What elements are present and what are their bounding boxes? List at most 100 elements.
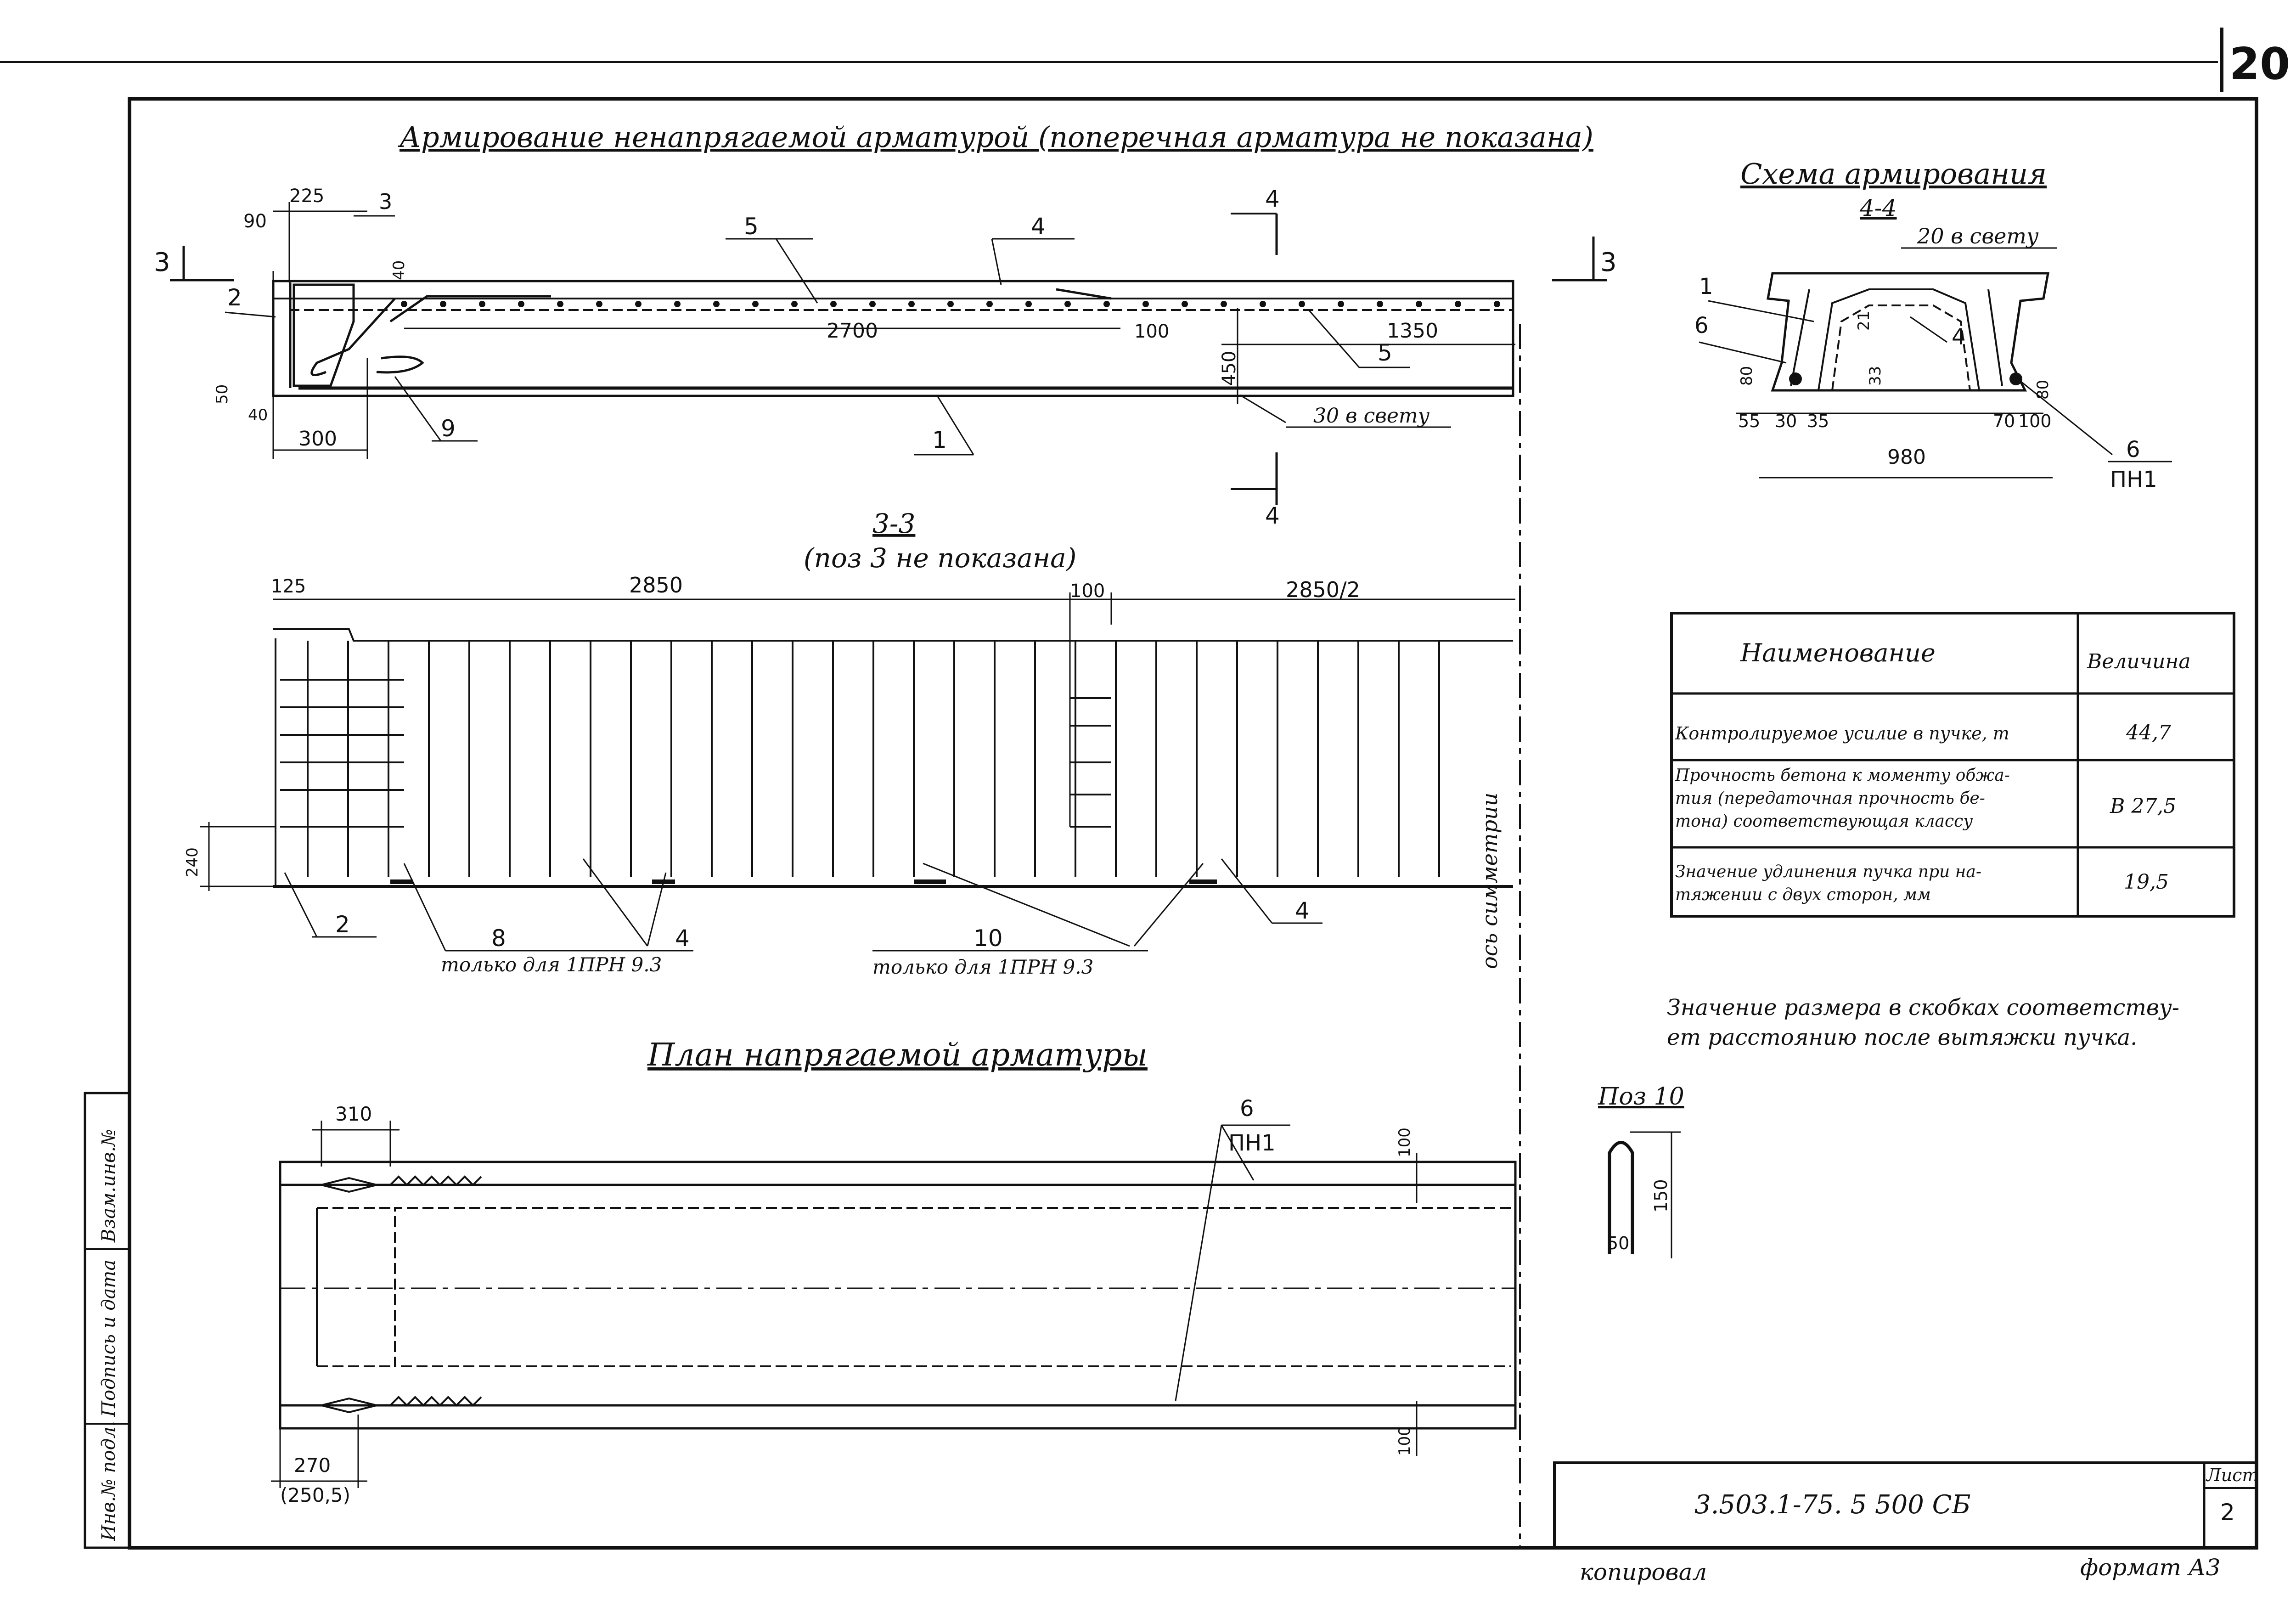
dim-40: 40 — [390, 260, 408, 280]
plan-view — [279, 1161, 1517, 1430]
schema-35: 35 — [1807, 411, 1829, 431]
elevation-bar-dot-3 — [479, 301, 485, 307]
elevation-bar-dot-15 — [947, 301, 954, 307]
elevation-bar-dot-21 — [1182, 301, 1188, 307]
elevation-bar-dot-8 — [674, 301, 681, 307]
plan-dim-270: 270 — [294, 1454, 331, 1477]
schema-80a: 80 — [1738, 366, 1756, 386]
table-row-2-name-1: Прочность бетона к моменту обжа- — [1675, 766, 2010, 785]
copied-by: копировал — [1580, 1559, 1707, 1585]
schema-70: 70 — [1993, 411, 2015, 431]
corner-number: 20 — [2229, 39, 2290, 90]
table-row-1-name: Контролируемое усилие в пучке, т — [1675, 723, 2009, 744]
elevation-bar-dot-23 — [1260, 301, 1266, 307]
schema-label-4: 4 — [1952, 324, 1966, 350]
title-section-note: (поз 3 не показана) — [804, 542, 1076, 574]
sheet-frame — [128, 97, 2258, 1550]
cut-3-left: 3 — [154, 248, 170, 277]
elevation-bar-dot-11 — [791, 301, 798, 307]
table-row-2-value: В 27,5 — [2110, 795, 2176, 818]
pos10-detail — [1608, 1141, 1634, 1254]
elevation-bar-dot-6 — [596, 301, 602, 307]
schema-55: 55 — [1738, 411, 1760, 431]
elevation-bar-dot-28 — [1455, 301, 1461, 307]
plan-dim-100b: 100 — [1396, 1426, 1414, 1456]
schema-gap: 20 в свету — [1917, 224, 2039, 248]
title-section: 3-3 — [872, 508, 915, 539]
note-line-2: ет расстоянию после вытяжки пучка. — [1667, 1025, 2137, 1050]
label-2: 2 — [227, 284, 242, 311]
elevation-view — [272, 280, 1521, 1548]
section-dim-2850-half: 2850/2 — [1286, 577, 1360, 602]
title-block — [1553, 1461, 2258, 1549]
elevation-bar-dot-26 — [1377, 301, 1383, 307]
label-5b: 5 — [1378, 339, 1392, 366]
schema-33: 33 — [1866, 366, 1885, 386]
dim-2700: 2700 — [827, 319, 878, 343]
table-row-3-value: 19,5 — [2124, 870, 2169, 894]
elevation-bar-dot-22 — [1221, 301, 1227, 307]
cut-3-right: 3 — [1600, 248, 1617, 277]
section-dim-240: 240 — [183, 847, 202, 877]
title-schema: Схема армирования — [1740, 157, 2047, 191]
section-label-4b: 4 — [1295, 897, 1310, 924]
section-dim-2850: 2850 — [629, 573, 683, 598]
elevation-bar-dot-29 — [1494, 301, 1500, 307]
table-row-3-name-1: Значение удлинения пучка при на- — [1675, 863, 1981, 881]
table-row-2-name-3: тона) соответствующая классу — [1675, 812, 1973, 831]
stamp-sign: Подпись и дата — [98, 1260, 119, 1417]
schema-label-6b: 6 — [2126, 437, 2140, 462]
note-line-1: Значение размера в скобках соответству- — [1667, 995, 2179, 1020]
title-plan: План напрягаемой арматуры — [647, 1037, 1148, 1073]
dim-90: 90 — [243, 211, 267, 232]
section-note-only-2: только для 1ПРН 9.3 — [872, 956, 1093, 978]
schema-21: 21 — [1855, 311, 1873, 331]
dim-40b: 40 — [248, 406, 268, 424]
label-4: 4 — [1031, 213, 1046, 240]
table-header-value: Величина — [2087, 650, 2191, 673]
elevation-bar-dot-19 — [1103, 301, 1110, 307]
table-header-name: Наименование — [1740, 638, 1936, 667]
label-1: 1 — [932, 427, 947, 453]
elevation-bar-dot-9 — [713, 301, 720, 307]
table-row-1-value: 44,7 — [2126, 721, 2171, 744]
schema-80b: 80 — [2034, 380, 2052, 400]
properties-table — [1670, 612, 2235, 918]
elevation-bar-dot-5 — [557, 301, 563, 307]
label-3: 3 — [379, 189, 392, 214]
section-dim-125: 125 — [271, 576, 306, 597]
schema-100: 100 — [2018, 411, 2052, 431]
elevation-bar-dot-1 — [401, 301, 407, 307]
axis-of-symmetry: ось симметрии — [1477, 793, 1502, 969]
elevation-bar-dot-4 — [518, 301, 524, 307]
elevation-bar-dot-12 — [830, 301, 837, 307]
label-9: 9 — [441, 415, 456, 442]
sheet-label: Лист — [2206, 1465, 2259, 1485]
dim-225: 225 — [289, 186, 324, 207]
drawing-code: 3.503.1-75. 5 500 СБ — [1694, 1490, 1971, 1520]
section-view — [273, 628, 1513, 888]
elevation-bar-dot-2 — [440, 301, 446, 307]
pos10-dim-50: 50 — [1607, 1233, 1629, 1253]
schema-label-pn1: ПН1 — [2110, 467, 2157, 492]
sheet-number: 2 — [2220, 1499, 2235, 1526]
pos10-title: Поз 10 — [1598, 1083, 1684, 1111]
label-5: 5 — [744, 213, 759, 240]
schema-label-6: 6 — [1694, 313, 1709, 338]
plan-label-6: 6 — [1240, 1096, 1254, 1122]
section-label-2: 2 — [335, 911, 350, 938]
cut-4-bottom: 4 — [1265, 502, 1280, 529]
cut-4-top: 4 — [1265, 186, 1280, 212]
dim-300: 300 — [298, 427, 337, 451]
elevation-bar-dot-25 — [1338, 301, 1344, 307]
stamp-replace: Взам.инв.№ — [98, 1129, 119, 1243]
elevation-bar-dot-17 — [1025, 301, 1032, 307]
dim-450: 450 — [1219, 351, 1240, 386]
dim-100: 100 — [1134, 321, 1169, 342]
table-row-2-name-2: тия (передаточная прочность бе- — [1675, 789, 1985, 808]
title-schema-section: 4-4 — [1859, 195, 1897, 221]
side-stamp — [84, 1092, 131, 1549]
title-main: Армирование ненапрягаемой арматурой (поп… — [398, 120, 1593, 154]
section-label-8: 8 — [491, 925, 506, 952]
